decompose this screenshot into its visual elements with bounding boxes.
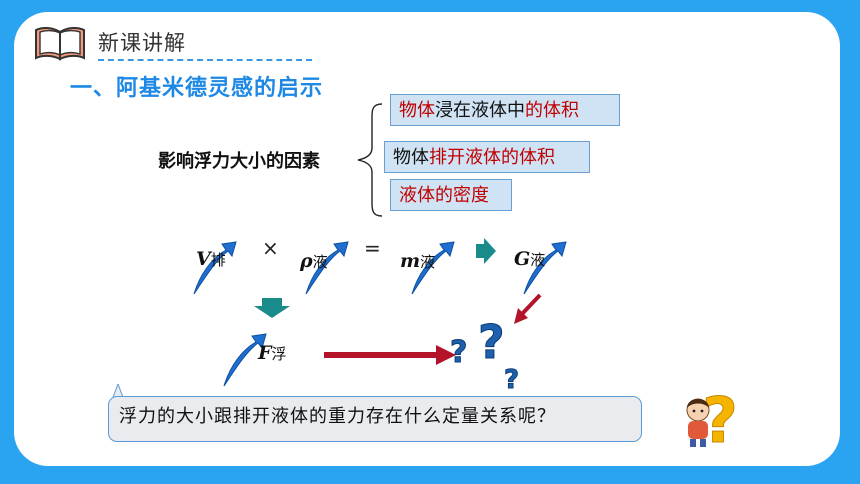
red-diagonal-arrow-icon (514, 293, 542, 324)
curved-arrow-icon (523, 241, 567, 295)
header-divider (98, 59, 312, 61)
symbol-m-liquid: m液 (400, 250, 436, 272)
equals-operator: = (364, 236, 381, 260)
svg-text:?: ? (504, 365, 519, 392)
curved-arrow-icon (193, 241, 237, 295)
thinking-child-icon: ? (686, 384, 738, 448)
factor-box-liquid-density: 液体的密度 (390, 179, 512, 211)
symbol-g-liquid: G液 (514, 248, 546, 270)
down-arrow-icon (254, 298, 290, 318)
book-icon (35, 26, 85, 61)
factors-label: 影响浮力大小的因素 (158, 151, 320, 172)
header-title: 新课讲解 (98, 31, 186, 55)
brace-bracket (357, 103, 383, 217)
question-marks-icon: ? ? ? (450, 320, 520, 392)
symbol-f-buoyancy: F浮 (258, 342, 287, 364)
factor-box-displaced-volume: 物体排开液体的体积 (384, 141, 590, 173)
times-operator: × (262, 236, 279, 260)
content-card (14, 12, 840, 466)
curved-arrow-icon (305, 241, 349, 295)
svg-text:?: ? (478, 320, 505, 369)
symbol-v-displaced: V排 (196, 248, 226, 270)
factor-box-immersed-volume: 物体浸在液体中的体积 (390, 94, 620, 126)
section-title: 一、阿基米德灵感的启示 (70, 76, 324, 101)
symbol-rho-liquid: ρ液 (300, 250, 328, 272)
curved-arrow-icon (223, 333, 267, 387)
svg-text:?: ? (450, 335, 467, 370)
right-arrow-icon (476, 238, 496, 264)
curved-arrow-icon (411, 241, 455, 295)
question-text-box: 浮力的大小跟排开液体的重力存在什么定量关系呢？ (108, 396, 642, 442)
red-right-arrow-icon (324, 345, 456, 365)
